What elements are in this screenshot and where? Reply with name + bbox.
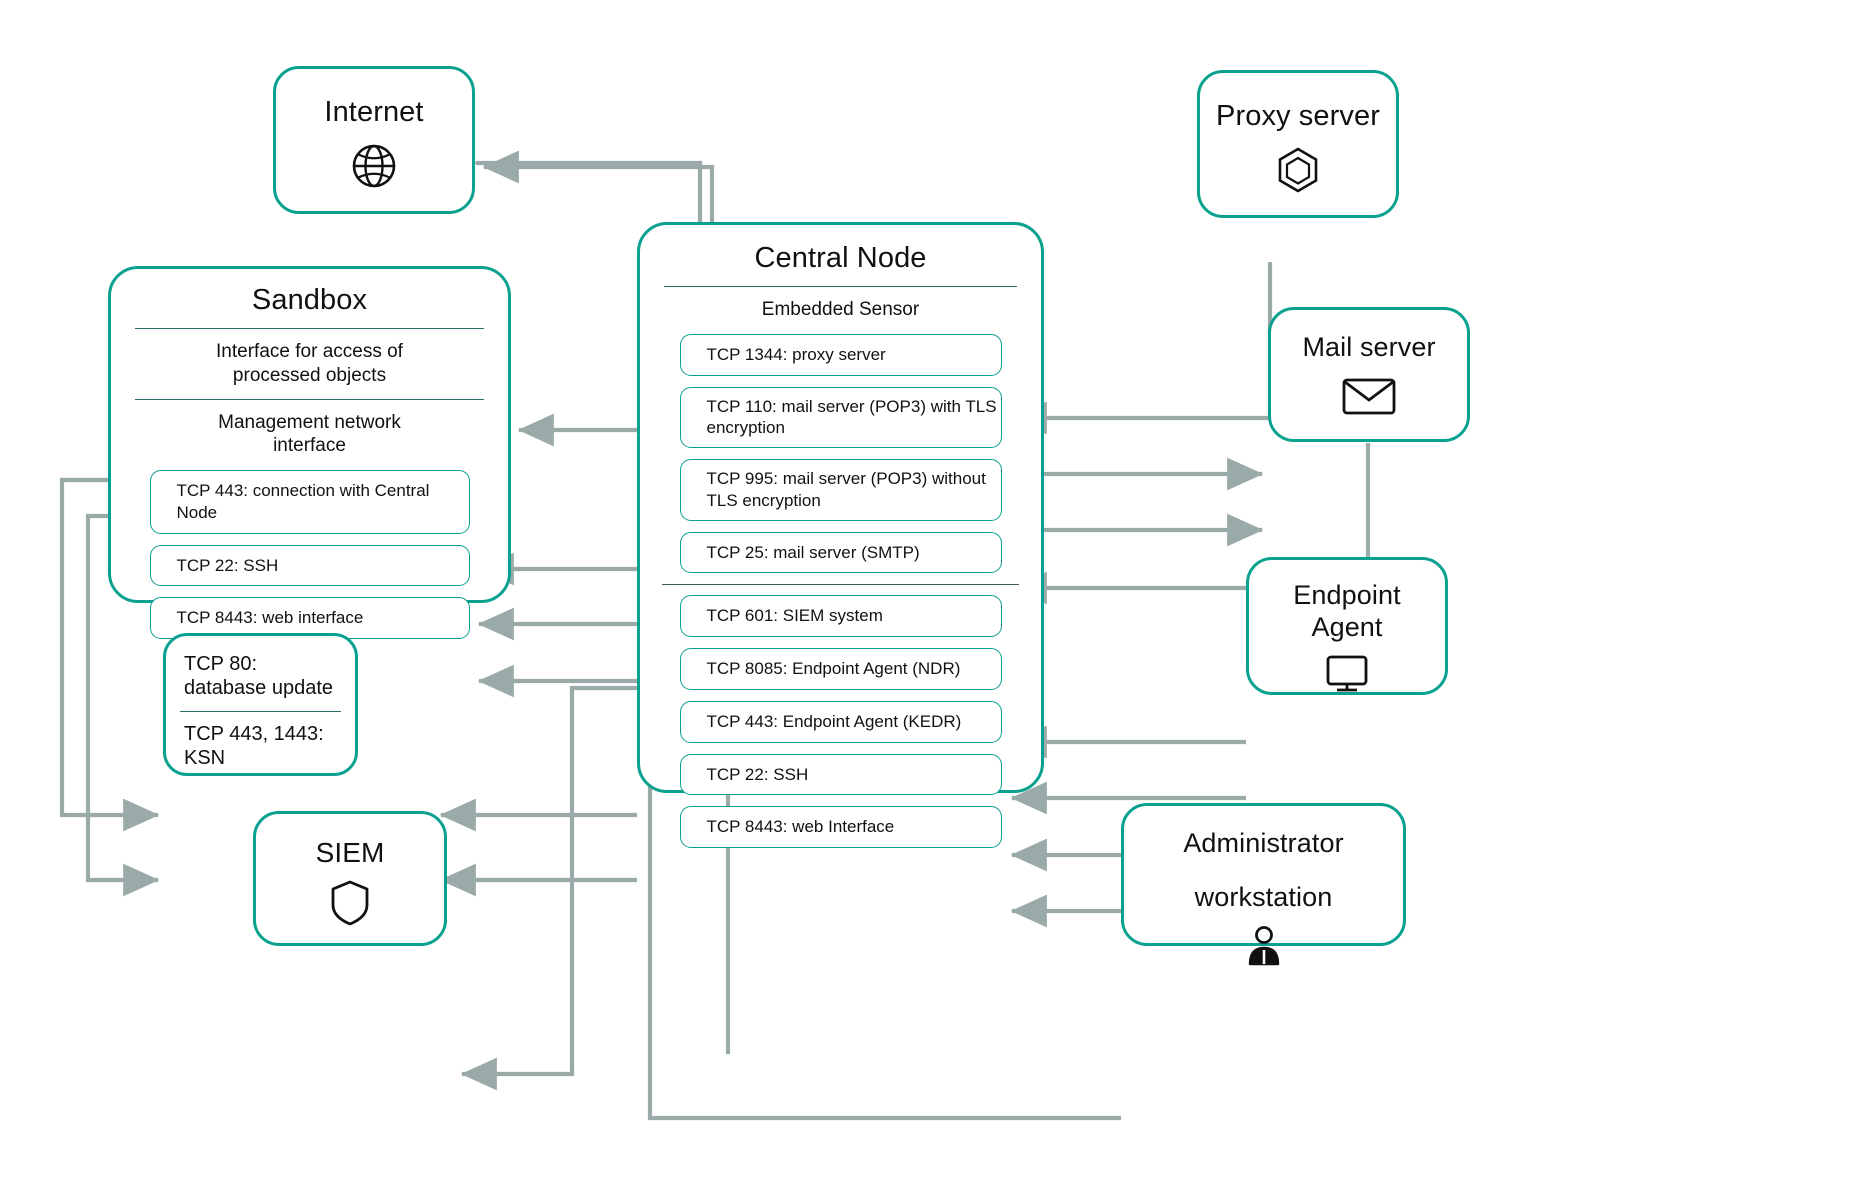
node-siem-title: SIEM xyxy=(315,837,385,868)
node-administrator-workstation-title-line1: Administrator xyxy=(1183,828,1344,858)
globe-icon xyxy=(352,144,396,188)
node-internet[interactable]: Internet xyxy=(273,66,475,214)
hexagon-nodes-icon xyxy=(1278,147,1318,193)
database-update-divider xyxy=(180,710,341,712)
sandbox-divider-1 xyxy=(135,328,484,330)
sandbox-section-2-label-line2: interface xyxy=(273,435,346,457)
central-node-port-row[interactable]: TCP 443: Endpoint Agent (KEDR) xyxy=(679,700,1002,743)
user-icon xyxy=(1248,925,1279,965)
central-node-port-row[interactable]: TCP 601: SIEM system xyxy=(679,595,1002,638)
node-mail-server[interactable]: Mail server xyxy=(1268,307,1470,442)
node-sandbox[interactable]: Sandbox Interface for access of processe… xyxy=(108,266,511,640)
central-divider-2 xyxy=(662,584,1019,586)
node-proxy-server[interactable]: Proxy server xyxy=(1197,70,1399,218)
envelope-icon xyxy=(1342,378,1396,415)
node-administrator-workstation[interactable]: Administrator workstation xyxy=(1121,803,1406,965)
node-database-update[interactable]: TCP 80: database update TCP 443, 1443: K… xyxy=(163,633,358,776)
monitor-icon xyxy=(1326,655,1368,692)
node-endpoint-agent-title-line2: Agent xyxy=(1311,611,1383,642)
central-node-port-row[interactable]: TCP 22: SSH xyxy=(679,753,1002,796)
database-update-line: TCP 80: database update xyxy=(184,653,334,700)
sandbox-port-row[interactable]: TCP 22: SSH xyxy=(149,544,470,587)
node-siem[interactable]: SIEM xyxy=(253,811,447,946)
sandbox-section-1-label-line2: processed objects xyxy=(232,364,387,386)
sandbox-divider-2 xyxy=(135,398,484,400)
node-proxy-server-title: Proxy server xyxy=(1216,100,1380,132)
central-sensor-port-row[interactable]: TCP 25: mail server (SMTP) xyxy=(679,531,1002,574)
node-internet-title: Internet xyxy=(324,96,424,128)
central-sensor-port-row[interactable]: TCP 110: mail server (POP3) with TLS enc… xyxy=(679,386,1002,449)
node-endpoint-agent[interactable]: Endpoint Agent xyxy=(1246,557,1448,695)
central-node-port-row[interactable]: TCP 8085: Endpoint Agent (NDR) xyxy=(679,648,1002,690)
shield-icon xyxy=(331,880,369,926)
central-node-port-row[interactable]: TCP 8443: web Interface xyxy=(679,806,1002,849)
central-sensor-port-row[interactable]: TCP 995: mail server (POP3) without TLS … xyxy=(679,459,1002,521)
node-central-node[interactable]: Central Node Embedded Sensor TCP 1344: p… xyxy=(637,222,1044,849)
sandbox-port-row[interactable]: TCP 443: connection with Central Node xyxy=(149,470,470,534)
node-central-node-title: Central Node xyxy=(754,242,927,274)
node-sandbox-title: Sandbox xyxy=(251,284,368,316)
database-ksn-line: TCP 443, 1443: KSN xyxy=(184,722,324,770)
central-sensor-port-row[interactable]: TCP 1344: proxy server xyxy=(679,333,1002,376)
sandbox-section-2-label-line1: Management network xyxy=(218,411,401,433)
node-mail-server-title: Mail server xyxy=(1302,332,1436,362)
node-administrator-workstation-title-line2: workstation xyxy=(1194,881,1333,912)
central-divider-1 xyxy=(664,286,1017,288)
central-section-label: Embedded Sensor xyxy=(761,299,920,321)
sandbox-section-1-label-line1: Interface for access of xyxy=(216,341,403,363)
node-endpoint-agent-title-line1: Endpoint xyxy=(1293,580,1401,610)
